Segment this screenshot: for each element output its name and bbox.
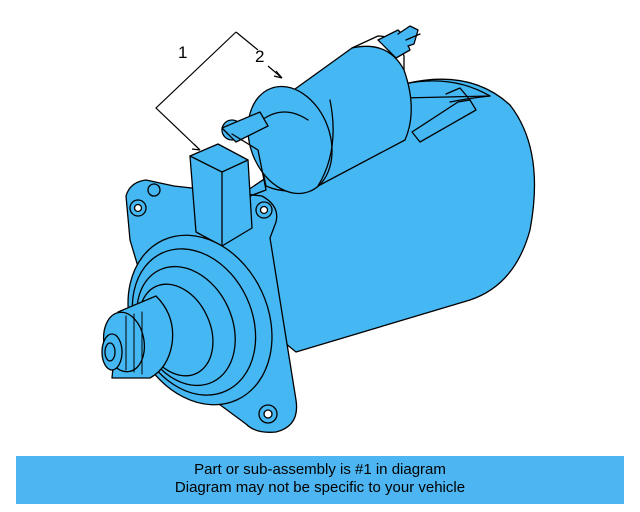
- callout-label-2: 2: [255, 47, 265, 66]
- callout-label-1: 1: [178, 43, 188, 62]
- starter-motor-diagram: [101, 25, 536, 433]
- caption-line-1: Part or sub-assembly is #1 in diagram: [194, 461, 446, 478]
- terminal-block: [189, 133, 267, 247]
- callout-leaders: [155, 31, 283, 151]
- caption-banner: Part or sub-assembly is #1 in diagram Di…: [16, 456, 624, 504]
- caption-line-2: Diagram may not be specific to your vehi…: [174, 479, 466, 496]
- solenoid: [221, 25, 421, 195]
- drive-end-housing: [101, 234, 273, 406]
